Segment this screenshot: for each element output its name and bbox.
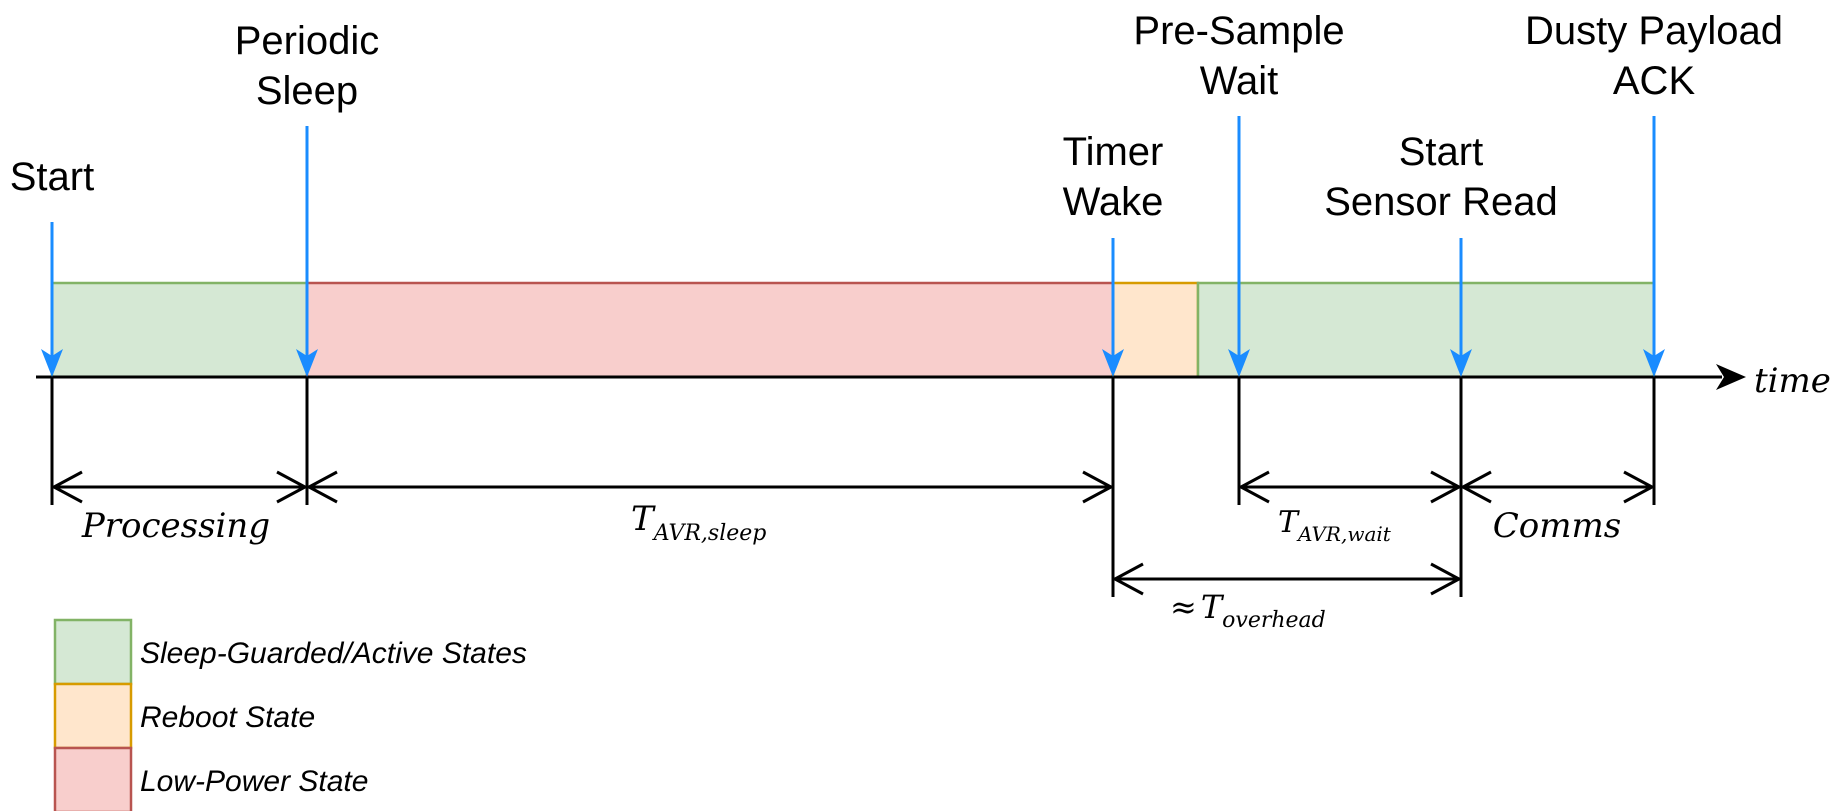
event-arrow-pre-sample-wait <box>1228 116 1250 377</box>
legend-item: Sleep-Guarded/Active States <box>53 618 527 686</box>
overhead-sub: overhead <box>1222 608 1326 633</box>
legend-item: Reboot State <box>53 682 315 750</box>
event-label-line: Pre-Sample <box>1133 9 1344 53</box>
interval-label-processing: Processing <box>81 506 270 546</box>
interval-label-overhead: ≈Toverhead <box>1170 588 1326 633</box>
event-arrow-dusty-payload-ack <box>1643 116 1665 377</box>
interval-label-comms: Comms <box>1493 506 1621 546</box>
state-bar-reboot <box>1111 281 1200 379</box>
event-arrow-timer-wake <box>1102 238 1124 377</box>
dim-comms <box>1459 470 1656 504</box>
avr-wait-sub: AVR,wait <box>1296 522 1392 546</box>
state-bar-active <box>1196 281 1656 379</box>
legend-item: Low-Power State <box>53 746 368 811</box>
dim-processing <box>50 470 309 504</box>
legend-label: Sleep-Guarded/Active States <box>140 637 527 670</box>
dim-overhead <box>1111 562 1463 596</box>
event-label-line: Timer <box>1063 130 1164 174</box>
event-arrow-start-sensor-read <box>1450 238 1472 377</box>
legend-label: Low-Power State <box>140 765 368 798</box>
avr-sleep-sub: AVR,sleep <box>652 521 767 546</box>
legend-label: Reboot State <box>140 701 315 734</box>
event-label-line: Wake <box>1063 180 1164 224</box>
event-label-start: Start <box>10 155 94 199</box>
overhead-base: T <box>1201 588 1225 626</box>
event-arrow-start <box>41 222 63 377</box>
event-label-line: Start <box>10 155 94 199</box>
avr-sleep-base: T <box>631 499 656 539</box>
time-axis-arrowhead <box>1716 364 1746 390</box>
dim-avr-sleep <box>305 470 1115 504</box>
interval-label-avr-sleep: TAVR,sleep <box>631 499 766 546</box>
legend-swatch <box>53 682 133 750</box>
overhead-prefix: ≈ <box>1170 588 1197 626</box>
event-label-line: Start <box>1399 130 1483 174</box>
interval-label-avr-wait: TAVR,wait <box>1278 505 1392 546</box>
avr-wait-base: T <box>1278 505 1300 540</box>
event-arrow-periodic-sleep <box>296 126 318 377</box>
state-bar-low-power <box>305 281 1115 379</box>
event-label-line: Sleep <box>256 69 358 113</box>
event-label-line: Sensor Read <box>1324 180 1557 224</box>
state-bar-processing <box>50 281 309 379</box>
event-label-line: Wait <box>1200 59 1279 103</box>
legend-swatch <box>53 746 133 811</box>
legend-swatch <box>53 618 133 686</box>
dim-avr-wait <box>1237 470 1463 504</box>
event-label-line: Dusty Payload <box>1525 9 1783 53</box>
time-axis-label: time <box>1754 361 1831 401</box>
event-label-line: Periodic <box>235 19 380 63</box>
event-label-line: ACK <box>1613 59 1696 103</box>
